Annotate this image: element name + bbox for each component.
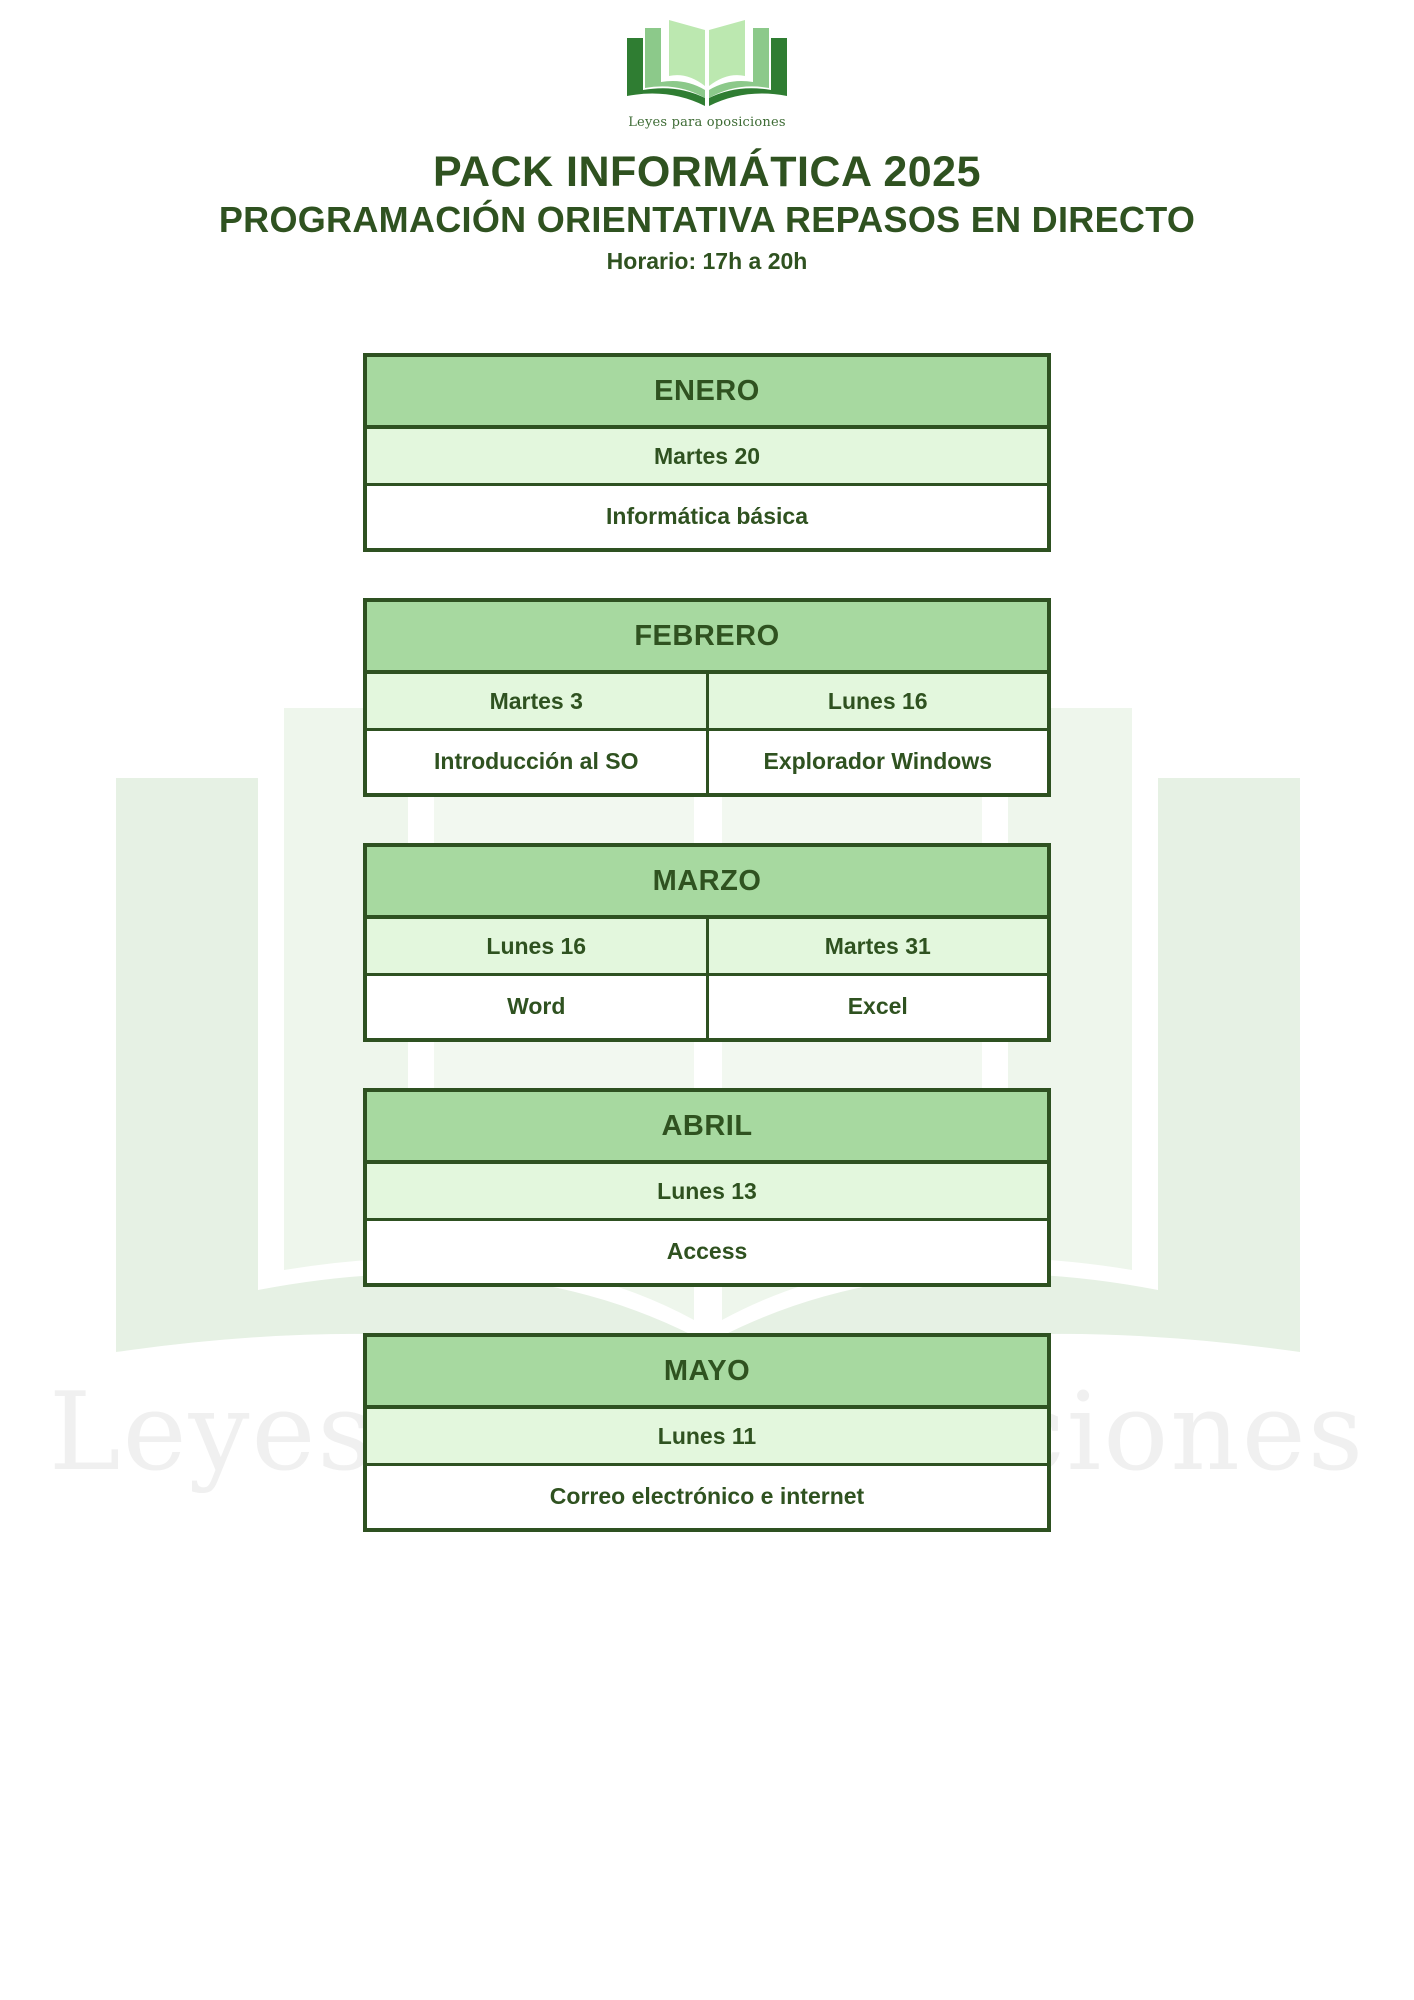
date-cell: Lunes 16 <box>486 933 587 960</box>
brand-logo: Leyes para oposiciones <box>607 14 807 130</box>
date-row: Martes 3 Lunes 16 <box>367 674 1048 732</box>
page-title: PACK INFORMÁTICA 2025 <box>432 148 982 196</box>
subject-row: Correo electrónico e internet <box>367 1466 1047 1529</box>
month-block: ENERO Martes 20 Informática básica <box>363 353 1051 553</box>
subject-cell: Access <box>666 1238 748 1265</box>
date-cell: Martes 31 <box>705 919 1048 974</box>
month-block: MARZO Lunes 16 Martes 31 Word Excel <box>363 843 1051 1043</box>
subject-row: Access <box>367 1221 1047 1284</box>
date-cell: Lunes 16 <box>705 674 1048 729</box>
schedule-label: Horario: 17h a 20h <box>606 248 808 275</box>
subject-row: Introducción al SO Explorador Windows <box>367 731 1048 794</box>
date-row: Lunes 13 <box>367 1164 1047 1222</box>
month-name: ABRIL <box>367 1092 1047 1165</box>
subject-cell: Introducción al SO <box>434 748 639 775</box>
date-row: Lunes 11 <box>367 1409 1047 1467</box>
subject-row: Word Excel <box>367 976 1048 1039</box>
month-block: MAYO Lunes 11 Correo electrónico e interne… <box>363 1333 1051 1533</box>
month-name: ENERO <box>367 357 1047 430</box>
date-cell: Martes 3 <box>489 688 583 715</box>
subject-cell: Word <box>507 993 566 1020</box>
page-header: Leyes para oposiciones PACK INFORMÁTICA … <box>0 0 1414 275</box>
subject-cell: Explorador Windows <box>705 731 1048 794</box>
subject-cell: Informática básica <box>606 503 808 530</box>
subject-row: Informática básica <box>367 486 1047 549</box>
month-name: MAYO <box>367 1337 1047 1410</box>
date-cell: Lunes 11 <box>657 1423 757 1450</box>
date-cell: Martes 20 <box>653 443 761 470</box>
open-book-icon <box>627 20 787 106</box>
page-subtitle: PROGRAMACIÓN ORIENTATIVA REPASOS EN DIRE… <box>218 199 1196 241</box>
subject-cell: Correo electrónico e internet <box>549 1483 865 1510</box>
date-cell: Lunes 13 <box>657 1178 757 1205</box>
brand-tagline: Leyes para oposiciones <box>628 115 786 130</box>
subject-cell: Excel <box>705 976 1048 1039</box>
date-row: Lunes 16 Martes 31 <box>367 919 1048 977</box>
month-block: ABRIL Lunes 13 Access <box>363 1088 1051 1288</box>
month-name: FEBRERO <box>367 602 1047 675</box>
date-row: Martes 20 <box>367 429 1047 487</box>
month-name: MARZO <box>367 847 1047 920</box>
